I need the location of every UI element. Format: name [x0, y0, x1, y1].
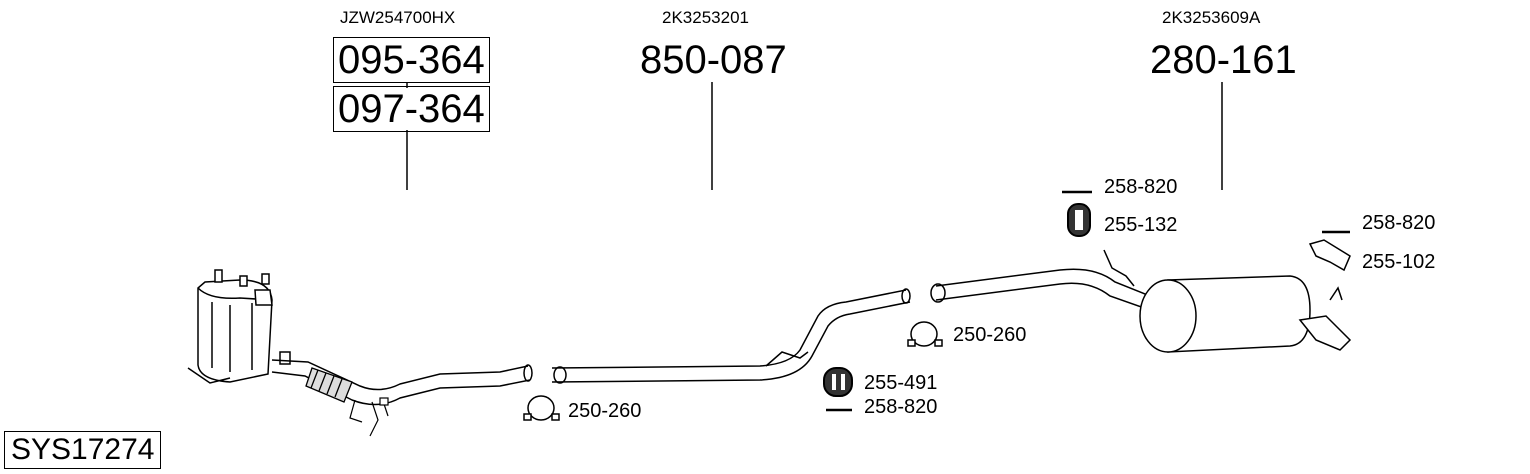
middle-pipe	[551, 288, 911, 384]
part-number-rear[interactable]: 280-161	[1150, 38, 1297, 82]
sensor-wires	[349, 397, 389, 437]
clamp-icon	[523, 395, 560, 421]
part-number-middle[interactable]: 850-087	[640, 38, 787, 82]
part-number-front-2[interactable]: 097-364	[333, 86, 490, 132]
bracket-icon	[1308, 239, 1351, 272]
oem-code-rear: 2K3253609A	[1162, 8, 1261, 27]
oem-code-front: JZW254700HX	[340, 8, 456, 27]
oem-code-middle: 2K3253201	[662, 8, 749, 27]
system-code: SYS17274	[4, 431, 162, 469]
accessory-clamp-mid[interactable]: 250-260	[953, 324, 1027, 346]
particulate-filter	[187, 269, 273, 384]
accessory-rubber-mid[interactable]: 255-491	[864, 372, 938, 394]
rear-pipe	[930, 249, 1151, 311]
clamp-icon	[907, 321, 943, 347]
accessory-bolt-rear-top[interactable]: 258-820	[1104, 176, 1178, 198]
rubber-mount-icon	[1067, 203, 1091, 237]
accessory-rubber-rear[interactable]: 255-132	[1104, 214, 1178, 236]
flex-pipe	[305, 367, 353, 403]
bolt-icon	[826, 190, 1350, 412]
accessory-clamp-front[interactable]: 250-260	[568, 400, 642, 422]
part-number-front-1[interactable]: 095-364	[333, 37, 490, 83]
accessory-bolt-mid[interactable]: 258-820	[864, 396, 938, 418]
accessory-bolt-tail[interactable]: 258-820	[1362, 212, 1436, 234]
rubber-mount-icon	[823, 367, 853, 397]
rear-muffler	[1139, 275, 1352, 353]
accessory-bracket-tail[interactable]: 255-102	[1362, 251, 1436, 273]
